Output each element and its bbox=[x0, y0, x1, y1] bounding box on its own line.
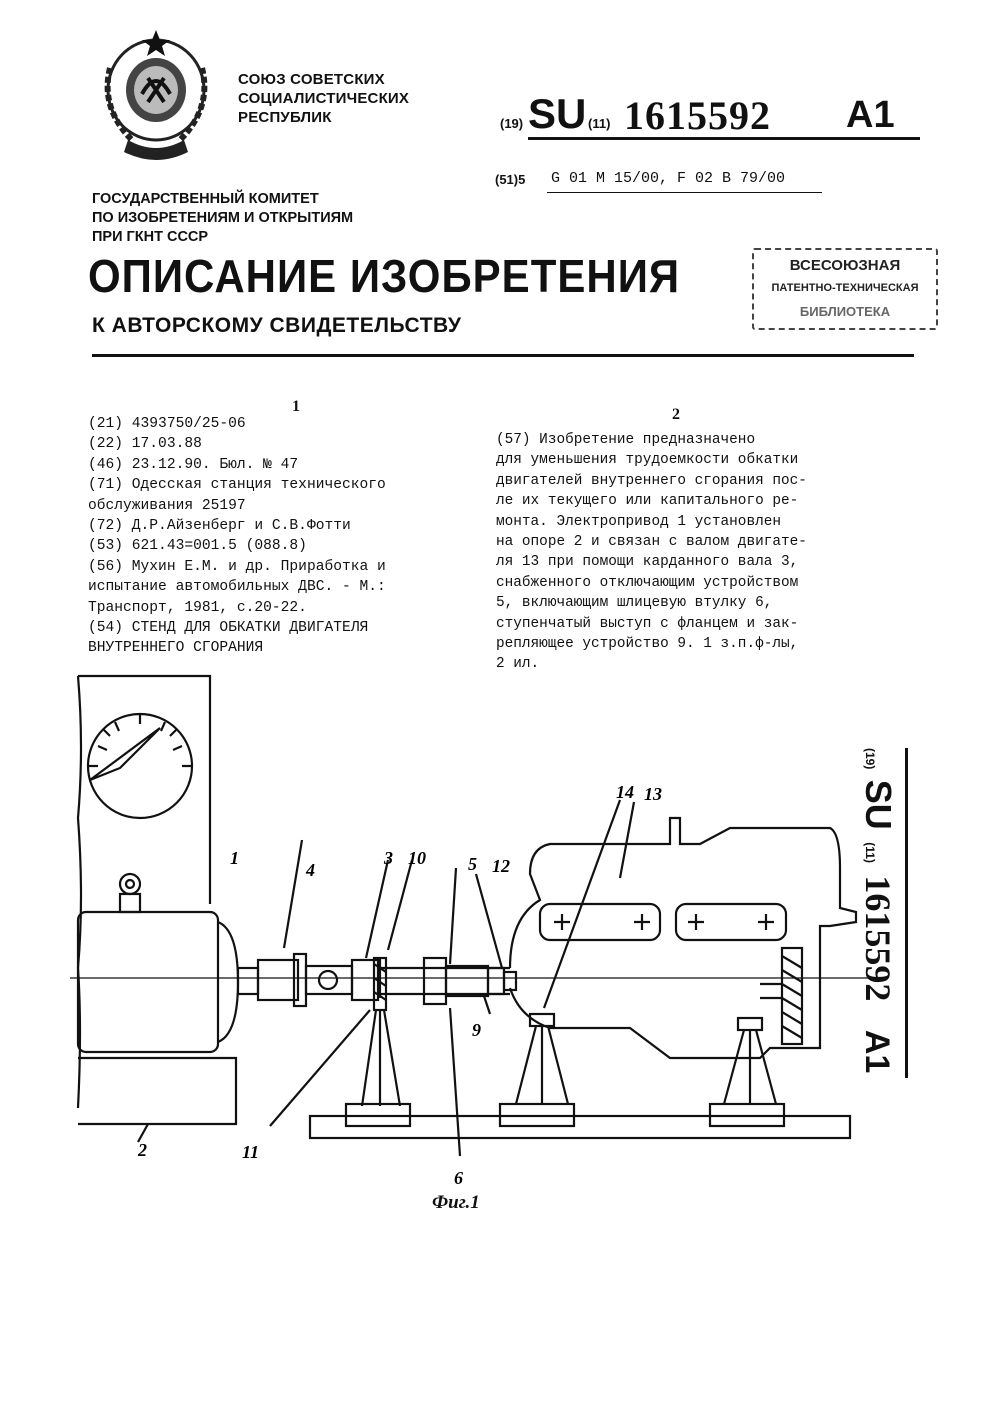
patent-id-line: (19) SU (11) 1615592 A1 bbox=[500, 90, 920, 140]
abstract-line: снабженного отключающим устройством bbox=[496, 574, 799, 591]
label-2: 2 bbox=[137, 1140, 147, 1160]
abstract-line: (57) Изобретение предназначено bbox=[496, 432, 756, 448]
abstract-line: репляющее устройство 9. 1 з.п.ф-лы, bbox=[496, 636, 799, 653]
column-number-left: 1 bbox=[292, 398, 300, 415]
abstract-line: ле их текущего или капитального ре- bbox=[496, 493, 799, 510]
label-6: 6 bbox=[454, 1168, 463, 1188]
column-number-right: 2 bbox=[672, 406, 680, 423]
kind-code: A1 bbox=[846, 94, 895, 136]
label-9: 9 bbox=[472, 1020, 481, 1040]
committee-name: ГОСУДАРСТВЕННЫЙ КОМИТЕТ ПО ИЗОБРЕТЕНИЯМ … bbox=[92, 190, 353, 247]
biblio-line: ВНУТРЕННЕГО СГОРАНИЯ bbox=[88, 640, 264, 657]
abstract: (57) Изобретение предназначено для умень… bbox=[496, 430, 896, 675]
code-19: (19) bbox=[500, 116, 524, 131]
biblio-line: (71) Одесская станция технического bbox=[88, 477, 386, 494]
label-1: 1 bbox=[230, 848, 239, 868]
library-stamp: ВСЕСОЮЗНАЯ ПАТЕНТНО-ТЕХНИЧЕСКАЯ БИБЛИОТЕ… bbox=[752, 248, 938, 330]
ipc-classification: (51)5 G 01 M 15/00, F 02 B 79/00 bbox=[495, 170, 825, 194]
committee-line: ПРИ ГКНТ СССР bbox=[92, 229, 209, 245]
abstract-line: 2 ил. bbox=[496, 656, 540, 673]
abstract-line: для уменьшения трудоемкости обкатки bbox=[496, 452, 799, 469]
figure-caption: Фиг.1 bbox=[432, 1192, 480, 1213]
stamp-line: ВСЕСОЮЗНАЯ bbox=[789, 257, 901, 274]
biblio-line: испытание автомобильных ДВС. - М.: bbox=[88, 579, 386, 596]
stamp-line: ПАТЕНТНО-ТЕХНИЧЕСКАЯ bbox=[771, 282, 919, 294]
biblio-line: (54) СТЕНД ДЛЯ ОБКАТКИ ДВИГАТЕЛЯ bbox=[88, 620, 369, 637]
side-patent-code: (19) SU (11) 1615592 A1 bbox=[855, 748, 935, 1168]
abstract-line: ля 13 при помощи карданного вала 3, bbox=[496, 554, 799, 571]
label-10: 10 bbox=[408, 848, 426, 868]
union-name: СОЮЗ СОВЕТСКИХ СОЦИАЛИСТИЧЕСКИХ РЕСПУБЛИ… bbox=[238, 70, 409, 127]
figure-labels: 1 2 3 4 5 6 9 10 11 12 14 13 bbox=[137, 782, 662, 1188]
abstract-line: монта. Электропривод 1 установлен bbox=[496, 513, 781, 530]
abstract-line: 5, включающим шлицевую втулку 6, bbox=[496, 595, 773, 612]
country-code: SU bbox=[528, 90, 587, 137]
ipc-value: G 01 M 15/00, F 02 B 79/00 bbox=[551, 170, 786, 187]
header-rule bbox=[92, 354, 914, 357]
document-title: ОПИСАНИЕ ИЗОБРЕТЕНИЯ bbox=[88, 250, 681, 302]
biblio-line: (53) 621.43=001.5 (088.8) bbox=[88, 538, 307, 555]
ipc-code: (51)5 bbox=[495, 172, 526, 187]
label-11: 11 bbox=[242, 1142, 259, 1162]
patent-id-rule bbox=[528, 137, 920, 140]
biblio-line: (72) Д.Р.Айзенберг и С.В.Фотти bbox=[88, 518, 351, 535]
biblio-line: обслуживания 25197 bbox=[88, 497, 246, 514]
biblio-line: (21) 4393750/25-06 bbox=[88, 416, 246, 432]
label-12: 12 bbox=[492, 856, 510, 876]
label-4: 4 bbox=[305, 860, 315, 880]
label-13: 13 bbox=[644, 784, 662, 804]
biblio-line: (56) Мухин Е.М. и др. Приработка и bbox=[88, 558, 386, 575]
biblio-line: Транспорт, 1981, с.20-22. bbox=[88, 599, 307, 616]
union-line: РЕСПУБЛИК bbox=[238, 109, 332, 126]
document-subtitle: К АВТОРСКОМУ СВИДЕТЕЛЬСТВУ bbox=[92, 314, 462, 337]
biblio-line: (22) 17.03.88 bbox=[88, 436, 202, 453]
side-code-rule bbox=[905, 748, 908, 1078]
abstract-line: ступенчатый выступ с фланцем и зак- bbox=[496, 615, 799, 632]
stamp-line: БИБЛИОТЕКА bbox=[799, 304, 891, 319]
code-11: (11) bbox=[588, 116, 611, 131]
union-line: СОЮЗ СОВЕТСКИХ bbox=[238, 71, 385, 88]
committee-line: ГОСУДАРСТВЕННЫЙ КОМИТЕТ bbox=[92, 191, 319, 207]
abstract-line: двигателей внутреннего сгорания пос- bbox=[496, 472, 807, 489]
label-3: 3 bbox=[383, 848, 393, 868]
abstract-line: на опоре 2 и связан с валом двигате- bbox=[496, 534, 807, 551]
label-14: 14 bbox=[616, 782, 634, 802]
ipc-rule bbox=[547, 192, 822, 193]
label-5: 5 bbox=[468, 854, 477, 874]
engine-test-stand-figure: 1 2 3 4 5 6 9 10 11 12 14 13 bbox=[70, 674, 870, 1188]
biblio-line: (46) 23.12.90. Бюл. № 47 bbox=[88, 456, 299, 473]
patent-number: 1615592 bbox=[624, 93, 771, 138]
bibliographic-data: (21) 4393750/25-06 (22) 17.03.88 (46) 23… bbox=[88, 414, 488, 659]
ussr-emblem-icon bbox=[104, 30, 208, 160]
union-line: СОЦИАЛИСТИЧЕСКИХ bbox=[238, 90, 410, 107]
committee-line: ПО ИЗОБРЕТЕНИЯМ И ОТКРЫТИЯМ bbox=[92, 210, 354, 226]
